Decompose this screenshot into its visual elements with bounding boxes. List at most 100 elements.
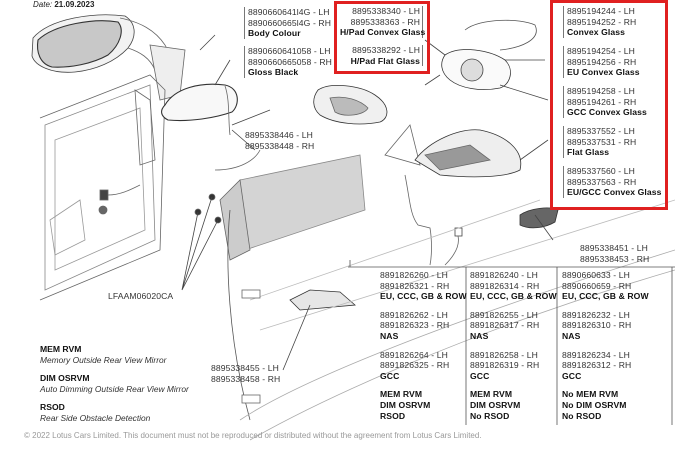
part-number-rh: 8895337531 - RH	[567, 136, 637, 147]
part-number-rh: 8891826321 - RH	[380, 280, 450, 291]
market: NAS	[380, 330, 399, 341]
variant-row: 8891826240 - LH 8891826314 - RH EU, CCC,…	[470, 270, 557, 302]
feature: MEM RVM	[380, 389, 423, 400]
mirror-variant-column-1: 8891826260 - LH 8891826321 - RH EU, CCC,…	[380, 270, 467, 421]
legend-full: Rear Side Obstacle Detection	[40, 412, 151, 423]
legend-item: MEM RVM Memory Outside Rear View Mirror	[40, 344, 189, 365]
variant-row: 8891826255 - LH 8891826317 - RH NAS	[470, 310, 557, 342]
feature-list: MEM RVM DIM OSRVM No RSOD	[470, 389, 557, 421]
market: GCC	[470, 370, 490, 381]
part-number-rh: 8895338363 - RH	[350, 16, 420, 27]
part-number-lh: 8891826234 - LH	[562, 349, 630, 360]
date-value: 21.09.2023	[54, 0, 95, 9]
part-number-lh: 8891826264 - LH	[380, 349, 448, 360]
part-number-rh: 8891826312 - RH	[562, 360, 632, 371]
part-number-rh: 8895194256 - RH	[567, 56, 637, 67]
mirror-cover-drawing	[161, 83, 238, 122]
part-number-rh: 8891826310 - RH	[562, 320, 632, 331]
part-number-lh: 8890660641058 - LH	[248, 46, 331, 56]
puddle-lamp-drawing	[289, 289, 356, 311]
part-description: Flat Glass	[567, 147, 610, 158]
part-number-lh: 8895194244 - LH	[567, 6, 635, 16]
part-number-rh: 8891826319 - RH	[470, 360, 540, 371]
legend-item: DIM OSRVM Auto Dimming Outside Rear View…	[40, 373, 189, 394]
mirror-housing-drawing	[384, 124, 421, 166]
part-number-lh: 8895338340 - LH	[352, 6, 420, 16]
callout-glass-eu-convex: 8895194254 - LH 8895194256 - RH EU Conve…	[563, 46, 640, 78]
variant-row: 8890660633 - LH 8890660659 - RH EU, CCC,…	[562, 270, 649, 302]
part-number-lh: 8895338292 - LH	[352, 45, 420, 55]
legend-abbr: MEM RVM	[40, 344, 82, 354]
part-number-lh: 8895337552 - LH	[567, 126, 635, 136]
callout-hpad-convex-glass: 8895338340 - LH 8895338363 - RH H/Pad Co…	[340, 6, 425, 38]
mirror-variant-column-3: 8890660633 - LH 8890660659 - RH EU, CCC,…	[562, 270, 649, 421]
callout-hpad-flat-glass: 8895338292 - LH H/Pad Flat Glass	[340, 45, 423, 67]
date-line: Date: 21.09.2023	[33, 0, 94, 9]
part-number-rh: 8890660665l4G - RH	[248, 17, 332, 28]
variant-row: 8891826258 - LH 8891826319 - RH GCC	[470, 350, 557, 382]
part-number-rh: 8895338448 - RH	[245, 140, 315, 151]
highlight-box-hpad	[334, 1, 430, 74]
legend-abbr: RSOD	[40, 402, 65, 413]
part-description: H/Pad Flat Glass	[350, 55, 420, 66]
highlight-box-glass-options	[550, 0, 668, 210]
part-number-rh: 8895194252 - RH	[567, 16, 637, 27]
feature: No MEM RVM	[562, 389, 619, 400]
legend-full: Auto Dimming Outside Rear View Mirror	[40, 383, 189, 394]
part-description: GCC Convex Glass	[567, 107, 647, 118]
abbreviation-legend: MEM RVM Memory Outside Rear View Mirror …	[40, 344, 189, 424]
part-number-rh: 8891826323 - RH	[380, 320, 450, 331]
part-number-rh: 8890660659 - RH	[562, 280, 632, 291]
variant-row: 8891826262 - LH 8891826323 - RH NAS	[380, 310, 467, 342]
callout-mirror-cover-gloss-black: 8890660641058 - LH 8890660665058 - RH Gl…	[244, 46, 332, 78]
part-number-lh: 8895338446 - LH	[245, 130, 313, 140]
feature: No DIM OSRVM	[562, 399, 627, 410]
part-number-rh: 8895194261 - RH	[567, 96, 637, 107]
part-number-lh: 8895338455 - LH	[211, 363, 279, 373]
window-regulator-drawing	[239, 154, 366, 251]
market: GCC	[380, 370, 400, 381]
mirror-variant-column-2: 8891826240 - LH 8891826314 - RH EU, CCC,…	[470, 270, 557, 421]
feature-list: No MEM RVM No DIM OSRVM No RSOD	[562, 389, 649, 421]
part-number-lh: 8891826240 - LH	[470, 270, 538, 280]
part-number-rh: 8891826317 - RH	[470, 320, 540, 331]
part-description: Body Colour	[248, 28, 301, 39]
part-number-lh: 8895194258 - LH	[567, 86, 635, 96]
variant-row: 8891826264 - LH 8891826325 - RH GCC	[380, 350, 467, 382]
callout-glass-gcc-convex: 8895194258 - LH 8895194261 - RH GCC Conv…	[563, 86, 647, 118]
callout-mirror-cover-body-colour: 8890660641l4G - LH 8890660665l4G - RH Bo…	[244, 7, 331, 39]
part-number-rh: 8890660665058 - RH	[248, 56, 332, 67]
copyright-footer: © 2022 Lotus Cars Limited. This document…	[24, 431, 482, 440]
part-number-rh: 8895337563 - RH	[567, 176, 637, 187]
legend-full: Memory Outside Rear View Mirror	[40, 354, 167, 365]
market: EU, CCC, GB & ROW	[380, 291, 467, 302]
indicator-drawing	[519, 207, 559, 229]
part-description: EU Convex Glass	[567, 67, 640, 78]
part-number-lh: 8890660633 - LH	[562, 270, 630, 280]
part-number-lh: 8890660641l4G - LH	[248, 7, 330, 17]
variant-row: 8891826260 - LH 8891826321 - RH EU, CCC,…	[380, 270, 467, 302]
part-number-lh: 8891826260 - LH	[380, 270, 448, 280]
feature: RSOD	[380, 410, 406, 421]
market: GCC	[562, 370, 582, 381]
feature: No RSOD	[470, 410, 510, 421]
feature-list: MEM RVM DIM OSRVM RSOD	[380, 389, 467, 421]
part-number-rh: 8895338458 - RH	[211, 373, 281, 384]
feature: DIM OSRVM	[380, 399, 431, 410]
part-number-lh: 8891826255 - LH	[470, 309, 538, 320]
part-number-lh: 8891826262 - LH	[380, 309, 448, 320]
part-description: Gloss Black	[248, 67, 299, 78]
callout-fastener: LFAAM06020CA	[108, 291, 174, 301]
callout-backing-plate: 8895338446 - LH 8895338448 - RH	[245, 130, 314, 151]
part-description: EU/GCC Convex Glass	[567, 187, 662, 198]
part-number-lh: 8891826232 - LH	[562, 309, 630, 320]
variant-row: 8891826234 - LH 8891826312 - RH GCC	[562, 350, 649, 382]
callout-glass-eu-gcc-convex: 8895337560 - LH 8895337563 - RH EU/GCC C…	[563, 166, 662, 198]
market: NAS	[562, 330, 581, 341]
callout-indicator: 8895338451 - LH 8895338453 - RH	[580, 243, 649, 264]
part-number-rh: 8891826314 - RH	[470, 280, 540, 291]
legend-abbr: DIM OSRVM	[40, 373, 90, 384]
feature: DIM OSRVM	[470, 399, 521, 410]
part-number-lh: 8895337560 - LH	[567, 166, 635, 176]
market: NAS	[470, 330, 489, 341]
